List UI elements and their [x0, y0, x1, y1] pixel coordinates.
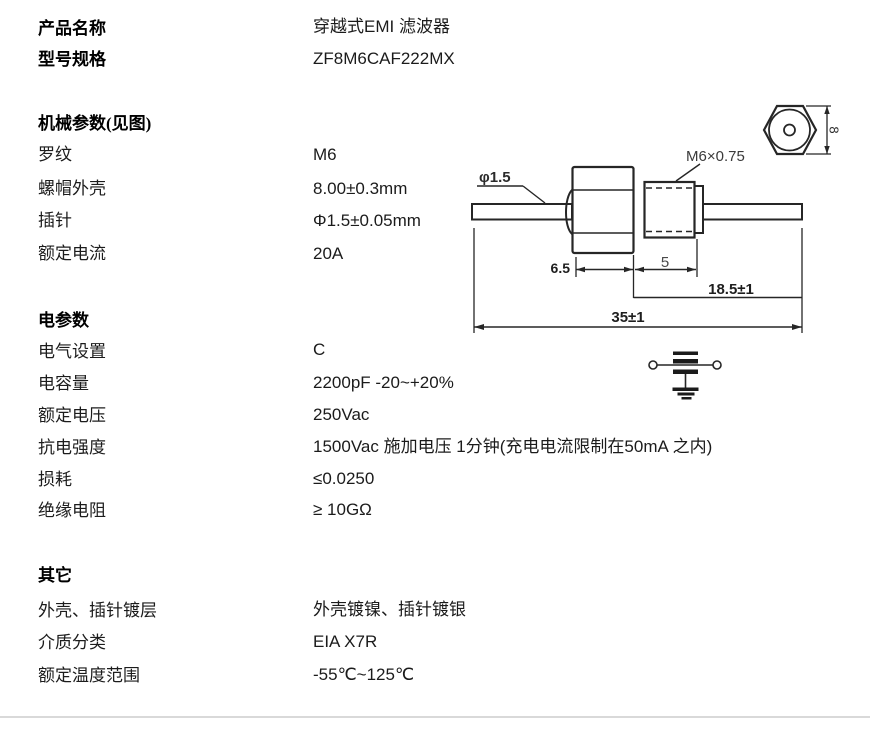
dim-label-right-length: 18.5±1: [708, 281, 754, 298]
leader-thread-spec: [675, 163, 701, 182]
drawing-hex-front: [762, 104, 818, 156]
value-plating: 外壳镀镍、插针镀银: [313, 600, 466, 619]
dim-arrow-hexbody-left: [576, 266, 585, 273]
circuit-plate-top: [673, 351, 698, 355]
drawing-step-ring: [693, 185, 704, 234]
label-insulation-resistance: 绝缘电阻: [38, 501, 106, 520]
drawing-hex-body: [571, 165, 635, 255]
circuit-ground-bar-2: [677, 392, 695, 396]
label-dissipation: 损耗: [38, 470, 72, 489]
value-insulation-resistance: ≥ 10GΩ: [313, 500, 372, 519]
section-header-electrical: 电参数: [38, 311, 89, 330]
value-thread: M6: [313, 145, 337, 164]
bottom-divider: [0, 716, 870, 718]
label-plating: 外壳、插针镀层: [38, 601, 157, 620]
drawing-body-bulge: [565, 189, 573, 235]
circuit-ground-bar-1: [672, 387, 699, 391]
label-withstand-voltage: 抗电强度: [38, 438, 106, 457]
dim-label-hex-width: 8: [827, 126, 842, 133]
value-electrical-setting: C: [313, 340, 326, 359]
drawing-hex-front-circle: [768, 108, 811, 152]
section-header-other: 其它: [38, 566, 72, 585]
value-withstand-voltage: 1500Vac 施加电压 1分钟(充电电流限制在50mA 之内): [313, 437, 713, 456]
value-pin: Φ1.5±0.05mm: [313, 211, 421, 230]
label-capacitance: 电容量: [38, 374, 89, 393]
circuit-plate-bottom: [673, 369, 698, 374]
value-nut-shell: 8.00±0.3mm: [313, 179, 408, 198]
dim-arrow-thread-right: [687, 266, 696, 273]
value-capacitance: 2200pF -20~+20%: [313, 373, 454, 392]
dim-arrow-total-right: [792, 324, 802, 330]
value-dissipation: ≤0.0250: [313, 469, 375, 488]
label-rated-current: 额定电流: [38, 244, 106, 263]
value-model: ZF8M6CAF222MX: [313, 49, 455, 68]
label-temperature-range: 额定温度范围: [38, 666, 140, 685]
circuit-plate-middle: [673, 359, 698, 364]
dim-label-hexbody: 6.5: [551, 260, 571, 276]
label-electrical-setting: 电气设置: [38, 342, 106, 361]
drawing-thread-section: [643, 180, 696, 239]
section-header-mechanical: 机械参数(见图): [38, 114, 152, 133]
label-product-name: 产品名称: [38, 19, 106, 38]
drawing-hex-front-pin-hole: [783, 123, 796, 137]
circuit-symbol-feedthrough-capacitor: [648, 351, 722, 400]
dim-arrow-hex-top: [824, 106, 830, 114]
label-thread: 罗纹: [38, 145, 72, 164]
mechanical-drawing: φ1.5 M6×0.75 8 6.5 5 18.5±1: [471, 104, 842, 400]
drawing-left-pin: [471, 203, 573, 221]
value-product-name: 穿越式EMI 滤波器: [313, 17, 450, 36]
drawing-right-pin: [702, 203, 803, 221]
value-rated-voltage: 250Vac: [313, 405, 370, 424]
circuit-terminal-left: [648, 360, 658, 370]
dim-label-thread-spec: M6×0.75: [686, 148, 745, 165]
value-rated-current: 20A: [313, 244, 344, 263]
label-nut-shell: 螺帽外壳: [38, 179, 106, 198]
dim-label-total-length: 35±1: [611, 309, 644, 326]
dim-arrow-thread-left: [635, 266, 644, 273]
label-rated-voltage: 额定电压: [38, 406, 106, 425]
label-pin: 插针: [38, 211, 72, 230]
circuit-terminal-right: [712, 360, 722, 370]
label-model: 型号规格: [38, 50, 106, 69]
circuit-ground-bar-3: [681, 397, 692, 400]
dim-arrow-hex-bottom: [824, 146, 830, 154]
label-dielectric-class: 介质分类: [38, 633, 106, 652]
dim-label-thread: 5: [661, 254, 669, 271]
dim-arrow-total-left: [474, 324, 484, 330]
value-dielectric-class: EIA X7R: [313, 632, 378, 651]
dim-label-pin-diameter: φ1.5: [479, 169, 511, 186]
value-temperature-range: -55℃~125℃: [313, 665, 415, 684]
leader-pin-diameter: [522, 185, 546, 204]
dim-arrow-hexbody-right: [624, 266, 633, 273]
